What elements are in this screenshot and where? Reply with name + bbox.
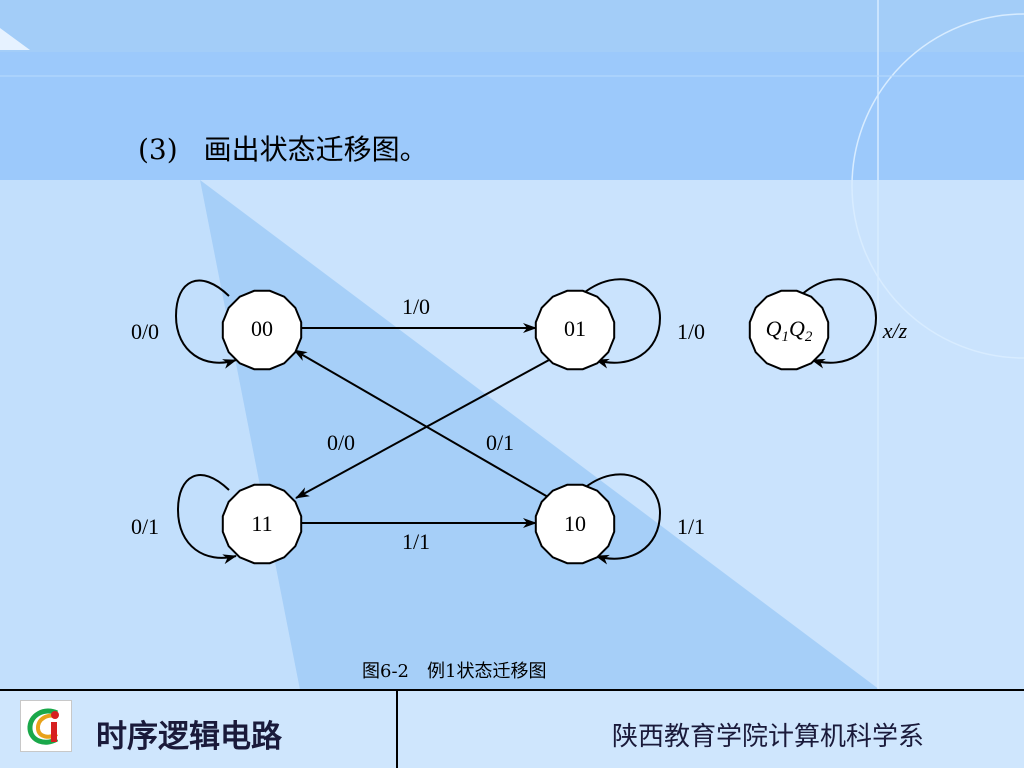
loop-10 xyxy=(581,473,662,565)
heading-number: (3) xyxy=(138,133,178,166)
state-node-10: 10 xyxy=(534,483,616,565)
legend-edge-label: x/z xyxy=(882,318,908,343)
footer-bar: 时序逻辑电路 陕西教育学院计算机科学系 xyxy=(0,689,1024,768)
edge-10-00 xyxy=(293,349,549,498)
loop-11 xyxy=(176,474,237,565)
course-title: 时序逻辑电路 xyxy=(96,719,282,755)
footer-left-panel: 时序逻辑电路 xyxy=(0,691,398,768)
state-label-01: 01 xyxy=(564,316,586,341)
label-loop-01: 1/0 xyxy=(677,319,705,344)
slide-heading: (3) 画出状态迁移图。 xyxy=(138,128,428,168)
state-label-10: 10 xyxy=(564,511,586,536)
state-label-00: 00 xyxy=(251,316,273,341)
department-name: 陕西教育学院计算机科学系 xyxy=(611,722,924,752)
loop-00 xyxy=(174,279,237,369)
state-node-11: 11 xyxy=(221,483,303,565)
label-loop-10: 1/1 xyxy=(677,514,705,539)
loop-01 xyxy=(579,278,662,369)
state-node-00: 00 xyxy=(221,289,303,371)
label-01-11: 0/0 xyxy=(327,430,355,455)
figure-caption: 图6-2 例1状态迁移图 xyxy=(362,661,547,682)
state-node-01: 01 xyxy=(534,289,616,371)
college-logo-icon xyxy=(20,700,72,752)
edge-01-11 xyxy=(295,359,550,499)
label-11-10: 1/1 xyxy=(402,529,430,554)
label-00-01: 1/0 xyxy=(402,294,430,319)
state-label-11: 11 xyxy=(251,511,272,536)
loop-legend xyxy=(799,278,878,369)
legend-node-label: Q1Q2 xyxy=(766,316,813,345)
label-loop-11: 0/1 xyxy=(131,514,159,539)
heading-text: 画出状态迁移图。 xyxy=(203,133,428,166)
legend-node: Q1Q2 xyxy=(748,289,830,371)
label-10-00: 0/1 xyxy=(486,430,514,455)
state-transition-diagram: 00 01 11 10 Q1Q2 0/0 1/0 1/0 0/0 0/1 0/1… xyxy=(131,278,908,565)
label-loop-00: 0/0 xyxy=(131,319,159,344)
